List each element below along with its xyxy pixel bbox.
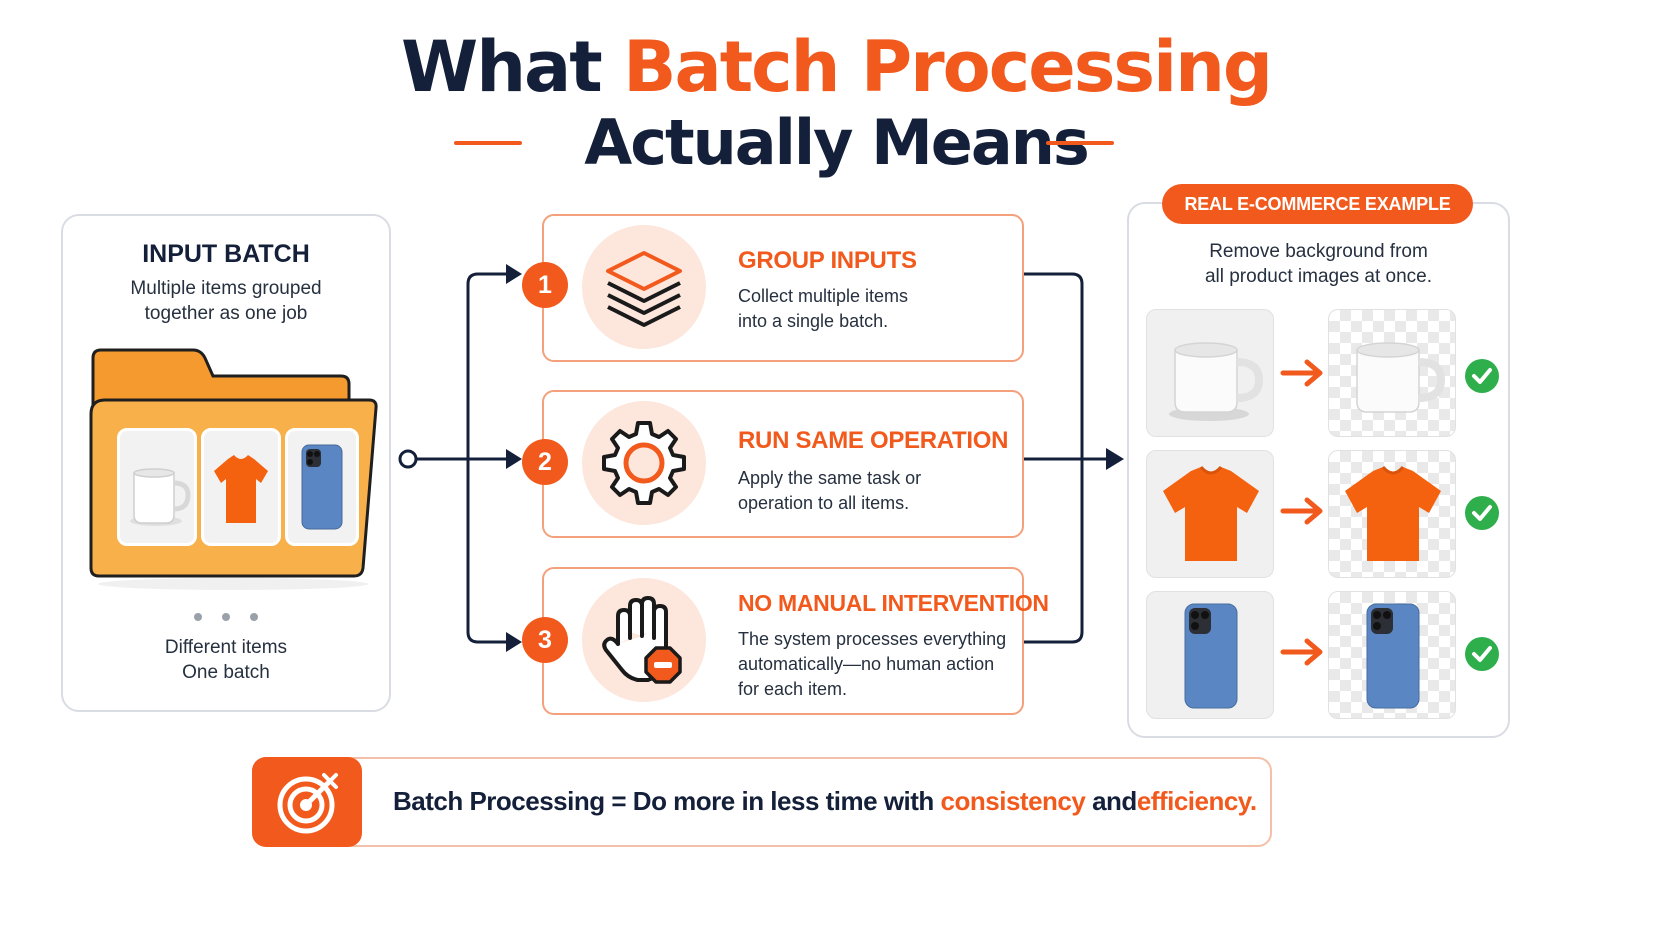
- step-1-desc-1: Collect multiple items: [738, 286, 909, 306]
- input-batch-card: INPUT BATCH Multiple items grouped toget…: [61, 214, 391, 712]
- step-3-number: 3: [522, 617, 568, 663]
- example-row-1-after: [1328, 309, 1456, 437]
- phone-case-icon: [301, 444, 343, 530]
- example-row-3-before: [1146, 591, 1274, 719]
- input-batch-desc-2: together as one job: [144, 303, 308, 324]
- step-3-desc-1: The system processes everything: [738, 629, 1007, 649]
- summary-highlight-consistency: consistency: [940, 786, 1086, 816]
- example-desc-2: all product images at once.: [1204, 266, 1433, 287]
- input-batch-heading: INPUT BATCH: [142, 240, 310, 268]
- page-title-line1: What Batch Processing: [0, 22, 1672, 112]
- input-batch-desc-1: Multiple items grouped: [130, 278, 322, 299]
- step-3-desc-2: automatically—no human action: [738, 654, 995, 674]
- check-icon: [1465, 496, 1499, 530]
- summary-text: Batch Processing = Do more in less time …: [393, 786, 1257, 817]
- layers-icon: [606, 251, 682, 327]
- summary-term: Batch Processing: [393, 786, 605, 816]
- page-title-line2: Actually Means: [584, 106, 1089, 179]
- input-batch-caption-1: Different items: [164, 637, 288, 658]
- mug-icon: [1356, 342, 1446, 413]
- folder-item-mug: [117, 428, 197, 546]
- summary-highlight-efficiency: efficiency.: [1136, 786, 1257, 816]
- arrow-right-icon: [1280, 497, 1323, 525]
- title-dash-left: [454, 141, 522, 145]
- mug-icon: [1169, 342, 1264, 421]
- mug-icon: [130, 468, 191, 526]
- example-desc-1: Remove background from: [1209, 241, 1428, 262]
- step-2-number: 2: [522, 439, 568, 485]
- summary-banner: [252, 757, 1272, 847]
- summary-icon-tile: [252, 757, 362, 847]
- hand-stop-icon: [602, 596, 682, 684]
- phone-case-icon: [1184, 603, 1238, 709]
- example-row-2-before: [1146, 450, 1274, 578]
- arrow-right-icon: [1280, 638, 1323, 666]
- step-1-number: 1: [522, 262, 568, 308]
- step-2-title: RUN SAME OPERATION: [738, 427, 1009, 454]
- target-icon: [277, 773, 338, 834]
- title-highlight: Batch Processing: [623, 26, 1273, 108]
- step-3-desc-3: for each item.: [738, 679, 848, 699]
- gear-icon: [602, 421, 686, 505]
- check-icon: [1465, 359, 1499, 393]
- tshirt-icon: [1345, 465, 1441, 561]
- example-badge: REAL E-COMMERCE EXAMPLE: [1162, 184, 1473, 224]
- step-1-title: GROUP INPUTS: [738, 247, 917, 274]
- title-dash-right: [1046, 141, 1114, 145]
- title-word-what: What: [400, 26, 603, 108]
- step-3-title: NO MANUAL INTERVENTION: [738, 590, 1049, 616]
- folder-item-tshirt: [201, 428, 281, 546]
- step-2-icon-bg: [582, 401, 706, 525]
- example-row-1-before: [1146, 309, 1274, 437]
- summary-and: and: [1092, 786, 1137, 816]
- tshirt-icon: [1163, 465, 1259, 561]
- summary-equals: =: [611, 786, 627, 816]
- example-row-2-after: [1328, 450, 1456, 578]
- folder-item-phone: [285, 428, 359, 546]
- step-3-icon-bg: [582, 578, 706, 702]
- pagination-dots: [63, 608, 389, 626]
- step-2-desc-1: Apply the same task or: [738, 468, 922, 488]
- summary-definition: Do more in less time with: [632, 786, 935, 816]
- example-row-3-after: [1328, 591, 1456, 719]
- step-1-icon-bg: [582, 225, 706, 349]
- arrow-right-icon: [1280, 359, 1323, 387]
- tshirt-icon: [214, 455, 268, 523]
- step-1-desc-2: into a single batch.: [738, 311, 889, 331]
- phone-case-icon: [1366, 603, 1420, 709]
- step-2-desc-2: operation to all items.: [738, 493, 910, 513]
- input-batch-caption-2: One batch: [182, 662, 270, 683]
- check-icon: [1465, 637, 1499, 671]
